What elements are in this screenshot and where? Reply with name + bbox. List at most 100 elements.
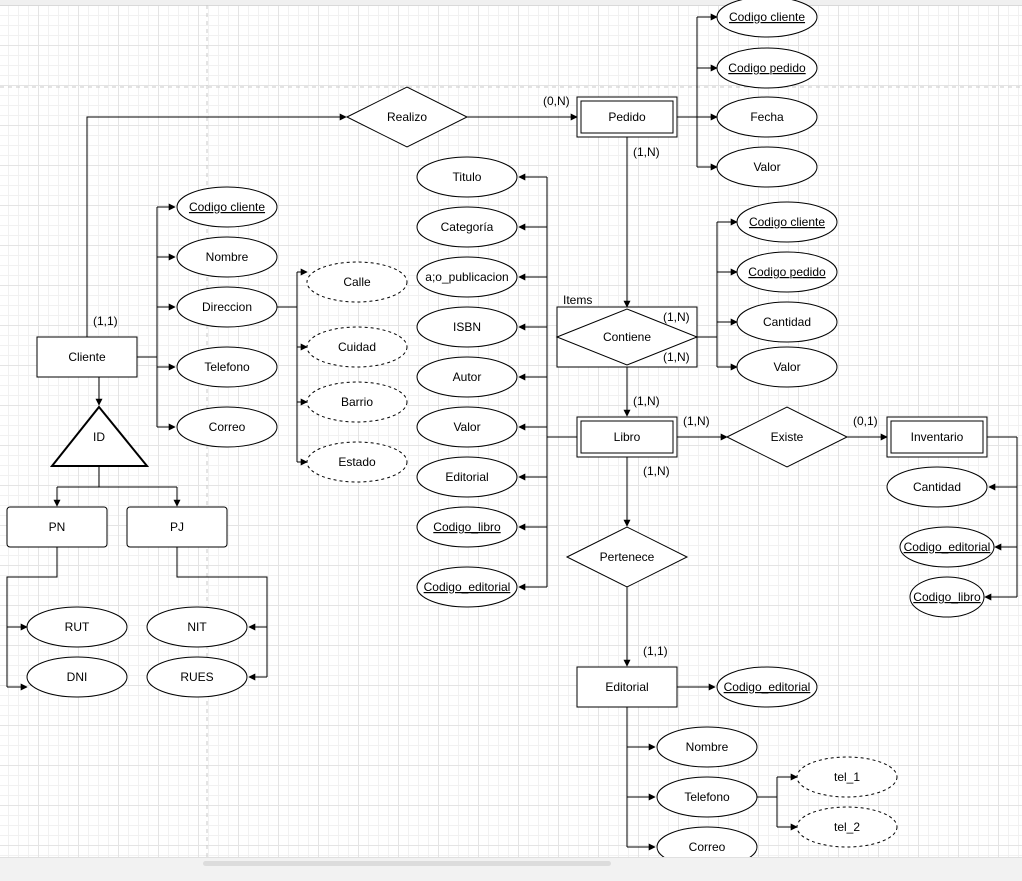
edges-pj-attributes xyxy=(176,547,268,681)
cardinality-pedido-contiene: (1,N) xyxy=(633,145,660,159)
cardinality-contiene-top: (1,N) xyxy=(663,310,690,324)
svg-text:Codigo cliente: Codigo cliente xyxy=(749,215,825,229)
attribute-pj-rues[interactable]: RUES xyxy=(146,656,248,698)
cardinality-libro-existe: (1,N) xyxy=(683,414,710,428)
relationship-realizo[interactable]: Realizo xyxy=(345,86,469,148)
svg-text:Codigo cliente: Codigo cliente xyxy=(729,10,805,24)
attribute-pn-rut[interactable]: RUT xyxy=(26,606,128,648)
svg-text:Autor: Autor xyxy=(453,370,482,384)
entity-pedido-label: Pedido xyxy=(608,110,646,124)
top-border xyxy=(0,0,1022,6)
attribute-editorial-telefono[interactable]: Telefono xyxy=(656,776,758,818)
entity-pn[interactable]: PN xyxy=(6,506,108,548)
svg-text:Correo: Correo xyxy=(209,420,246,434)
cardinality-libro-contiene: (1,N) xyxy=(633,394,660,408)
attribute-pedido-codigo-pedido[interactable]: Codigo pedido xyxy=(716,47,818,89)
attribute-pedido-fecha[interactable]: Fecha xyxy=(716,96,818,138)
entity-inventario[interactable]: Inventario xyxy=(886,416,988,458)
attribute-direccion-estado[interactable]: Estado xyxy=(306,441,408,483)
attribute-cliente-direccion[interactable]: Direccion xyxy=(176,286,278,328)
cardinality-libro-pertenece: (1,N) xyxy=(643,464,670,478)
relationship-contiene[interactable]: Contiene xyxy=(555,306,699,368)
attribute-cliente-correo[interactable]: Correo xyxy=(176,406,278,448)
entity-cliente-label: Cliente xyxy=(68,350,106,364)
cardinality-editorial-pertenece: (1,1) xyxy=(643,644,668,658)
attribute-pj-nit[interactable]: NIT xyxy=(146,606,248,648)
svg-text:Valor: Valor xyxy=(753,160,780,174)
attribute-editorial-nombre[interactable]: Nombre xyxy=(656,726,758,768)
attribute-libro-codigo-libro[interactable]: Codigo_libro xyxy=(416,506,518,548)
attribute-pn-dni[interactable]: DNI xyxy=(26,656,128,698)
edges-editorial-attributes xyxy=(626,683,716,851)
cardinality-inventario-existe: (0,1) xyxy=(853,414,878,428)
attribute-libro-valor[interactable]: Valor xyxy=(416,406,518,448)
svg-text:Estado: Estado xyxy=(338,455,376,469)
er-diagram[interactable]: Realizo Contiene Existe Pertenece ID Cli… xyxy=(0,0,1022,857)
svg-text:Cantidad: Cantidad xyxy=(763,315,811,329)
attribute-libro-titulo[interactable]: Titulo xyxy=(416,156,518,198)
svg-text:RUT: RUT xyxy=(65,620,90,634)
specialization-id[interactable]: ID xyxy=(49,405,150,467)
horizontal-scrollbar-thumb[interactable] xyxy=(203,861,611,866)
svg-text:Codigo_editorial: Codigo_editorial xyxy=(424,580,511,594)
cardinality-contiene-bottom: (1,N) xyxy=(663,350,690,364)
attribute-libro-ano-publicacion[interactable]: a;o_publicacion xyxy=(416,256,518,298)
entity-pedido[interactable]: Pedido xyxy=(576,96,678,138)
attribute-direccion-cuidad[interactable]: Cuidad xyxy=(306,326,408,368)
attribute-inventario-codigo-libro[interactable]: Codigo_libro xyxy=(909,576,985,618)
attribute-pedido-valor[interactable]: Valor xyxy=(716,146,818,188)
attribute-cliente-nombre[interactable]: Nombre xyxy=(176,236,278,278)
attribute-direccion-calle[interactable]: Calle xyxy=(306,261,408,303)
edges-pedido-attributes xyxy=(677,13,718,171)
horizontal-scrollbar[interactable] xyxy=(0,857,1022,881)
attribute-editorial-correo[interactable]: Correo xyxy=(656,826,758,857)
relationship-pertenece[interactable]: Pertenece xyxy=(565,526,689,588)
edges-contiene-attributes xyxy=(697,218,738,371)
cardinality-pedido-realizo: (0,N) xyxy=(543,94,570,108)
svg-text:Telefono: Telefono xyxy=(204,360,250,374)
attribute-contiene-codigo-pedido[interactable]: Codigo pedido xyxy=(736,251,838,293)
attribute-contiene-cantidad[interactable]: Cantidad xyxy=(736,301,838,343)
svg-text:Valor: Valor xyxy=(773,360,800,374)
attribute-libro-editorial[interactable]: Editorial xyxy=(416,456,518,498)
svg-text:Cantidad: Cantidad xyxy=(913,480,961,494)
edge-cliente-realizo xyxy=(86,113,347,337)
edges-cliente-attributes xyxy=(137,203,176,431)
attribute-tel-1[interactable]: tel_1 xyxy=(796,756,898,798)
relationship-existe-label: Existe xyxy=(771,430,804,444)
svg-text:DNI: DNI xyxy=(67,670,88,684)
svg-text:Categoría: Categoría xyxy=(441,220,494,234)
attribute-pedido-codigo-cliente[interactable]: Codigo cliente xyxy=(716,0,818,38)
edges-pn-attributes xyxy=(6,547,58,691)
attribute-libro-categoria[interactable]: Categoría xyxy=(416,206,518,248)
relationship-pertenece-label: Pertenece xyxy=(600,550,655,564)
attribute-libro-autor[interactable]: Autor xyxy=(416,356,518,398)
attribute-contiene-codigo-cliente[interactable]: Codigo cliente xyxy=(736,201,838,243)
label-items: Items xyxy=(563,293,592,307)
entity-inventario-label: Inventario xyxy=(911,430,964,444)
attribute-inventario-cantidad[interactable]: Cantidad xyxy=(886,466,988,508)
relationship-existe[interactable]: Existe xyxy=(725,406,849,468)
entity-cliente[interactable]: Cliente xyxy=(36,336,138,378)
entity-editorial[interactable]: Editorial xyxy=(576,666,678,708)
svg-text:a;o_publicacion: a;o_publicacion xyxy=(425,270,508,284)
svg-text:Codigo_editorial: Codigo_editorial xyxy=(904,540,991,554)
entity-libro[interactable]: Libro xyxy=(576,416,678,458)
attribute-cliente-telefono[interactable]: Telefono xyxy=(176,346,278,388)
attribute-libro-codigo-editorial[interactable]: Codigo_editorial xyxy=(416,566,518,608)
attribute-tel-2[interactable]: tel_2 xyxy=(796,806,898,848)
svg-text:Direccion: Direccion xyxy=(202,300,252,314)
attribute-editorial-codigo-editorial[interactable]: Codigo_editorial xyxy=(716,666,818,708)
svg-text:Telefono: Telefono xyxy=(684,790,730,804)
entity-pj[interactable]: PJ xyxy=(126,506,228,548)
attribute-contiene-valor[interactable]: Valor xyxy=(736,346,838,388)
attribute-direccion-barrio[interactable]: Barrio xyxy=(306,381,408,423)
attribute-cliente-codigo-cliente[interactable]: Codigo cliente xyxy=(176,186,278,228)
attribute-inventario-codigo-editorial[interactable]: Codigo_editorial xyxy=(899,526,995,568)
attribute-libro-isbn[interactable]: ISBN xyxy=(416,306,518,348)
svg-text:Valor: Valor xyxy=(453,420,480,434)
relationship-contiene-label: Contiene xyxy=(603,330,651,344)
svg-text:RUES: RUES xyxy=(180,670,213,684)
svg-text:Codigo pedido: Codigo pedido xyxy=(728,61,806,75)
